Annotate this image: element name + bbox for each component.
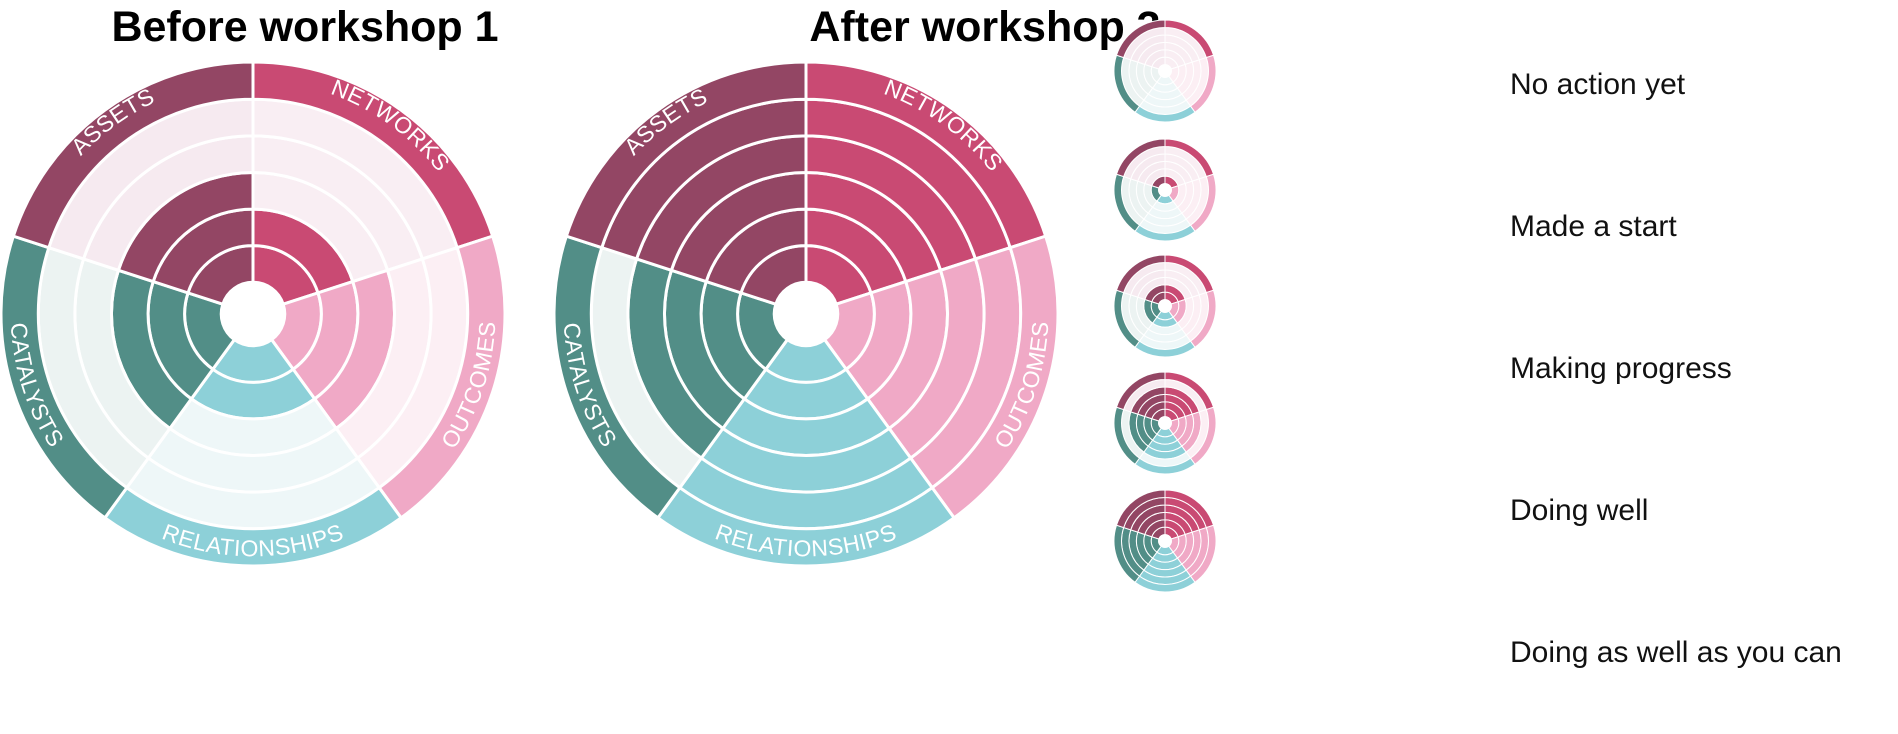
segment-assets-band — [1115, 489, 1166, 529]
segment-networks — [1164, 19, 1215, 70]
legend-item-no-action: No action yet — [1113, 19, 1686, 123]
legend-item-doing-well: Doing well — [1113, 371, 1648, 527]
segment-assets-band — [1115, 19, 1166, 59]
segment-relationships — [102, 337, 404, 568]
segment-assets — [1115, 19, 1166, 70]
wheel-after: After workshop 3 NETWORKSOUTCOMESRELATIO… — [552, 3, 1161, 568]
segment-networks — [1164, 254, 1215, 305]
segment-relationships — [1134, 194, 1196, 242]
wheel-before-title: Before workshop 1 — [111, 3, 498, 51]
wheel-before-graphic: NETWORKSOUTCOMESRELATIONSHIPSCATALYSTSAS… — [0, 60, 507, 568]
wheel-center — [1158, 183, 1172, 197]
segment-networks — [804, 60, 1048, 307]
legend-item-made-a-start: Made a start — [1113, 138, 1677, 243]
wheel-center — [220, 281, 286, 347]
wheel-after-graphic: NETWORKSOUTCOMESRELATIONSHIPSCATALYSTSAS… — [552, 60, 1060, 568]
wheel-center — [773, 281, 839, 347]
legend-wheel-making-progress — [1113, 254, 1217, 358]
segment-outcomes — [269, 234, 507, 520]
wheel-center — [1158, 534, 1172, 548]
segment-assets-band — [564, 60, 808, 250]
segment-assets-band — [11, 60, 255, 250]
segment-assets-band — [1115, 371, 1166, 411]
wheel-center — [1158, 64, 1172, 78]
legend-label-doing-well: Doing well — [1510, 494, 1648, 527]
legend-item-doing-as-well-as-you-can: Doing as well as you can — [1113, 489, 1842, 669]
segment-assets — [11, 60, 255, 307]
segment-networks — [1164, 138, 1215, 189]
segment-assets-band — [1115, 138, 1166, 178]
legend-label-making-progress: Making progress — [1510, 352, 1732, 385]
segment-assets — [1115, 371, 1166, 422]
segment-assets-band — [1115, 254, 1166, 294]
wheel-after-title: After workshop 3 — [809, 3, 1160, 51]
legend-label-made-a-start: Made a start — [1510, 210, 1677, 243]
segment-assets — [564, 60, 808, 307]
segment-catalysts — [0, 234, 237, 520]
legend-wheel-doing-as-well-as-you-can — [1113, 489, 1217, 593]
wheel-center — [1158, 299, 1172, 313]
segment-networks — [1164, 489, 1215, 540]
legend-label-no-action: No action yet — [1510, 68, 1686, 101]
legend-label-doing-as-well-as-you-can: Doing as well as you can — [1510, 636, 1842, 669]
segment-catalysts — [1113, 289, 1162, 348]
segment-catalysts — [1113, 524, 1162, 583]
segment-relationships — [655, 337, 957, 568]
legend-item-making-progress: Making progress — [1113, 254, 1732, 385]
segment-assets — [1115, 489, 1166, 540]
legend: No action yet Made a start Making progre… — [1113, 19, 1842, 669]
legend-wheel-made-a-start — [1113, 138, 1217, 242]
wheel-before: Before workshop 1 NETWORKSOUTCOMESRELATI… — [0, 3, 507, 568]
wheel-center — [1158, 416, 1172, 430]
legend-wheel-doing-well — [1113, 371, 1217, 475]
legend-wheel-no-action — [1113, 19, 1217, 123]
segment-assets — [1115, 254, 1166, 305]
